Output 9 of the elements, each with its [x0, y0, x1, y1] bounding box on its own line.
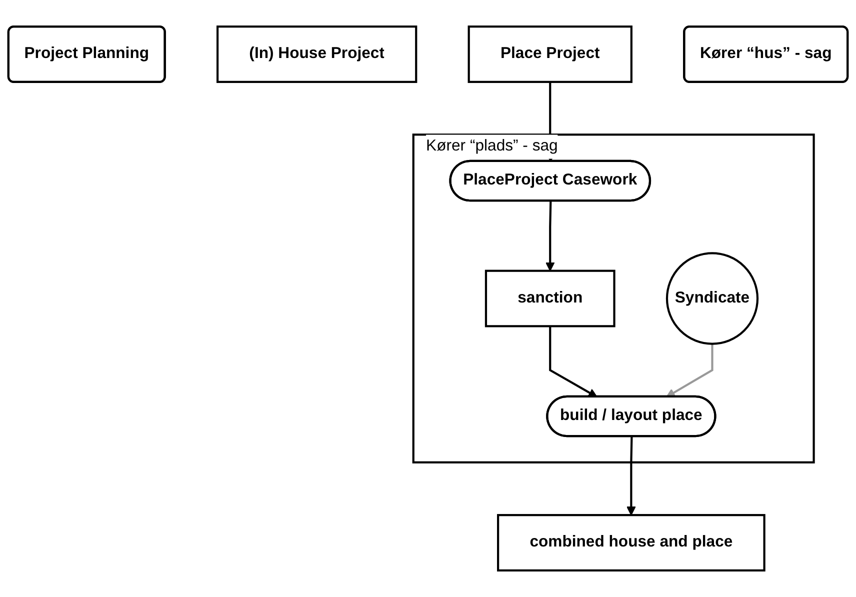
- arrow: [545, 201, 555, 272]
- node-box: sanction: [484, 270, 616, 328]
- node-box: Place Project: [468, 26, 632, 83]
- node-box: (In) House Project: [216, 26, 418, 83]
- arrow: [666, 344, 714, 398]
- node-circle: Syndicate: [666, 252, 759, 345]
- arrow: [626, 436, 636, 516]
- arrow: [549, 326, 598, 398]
- node-box: combined house and place: [497, 514, 766, 572]
